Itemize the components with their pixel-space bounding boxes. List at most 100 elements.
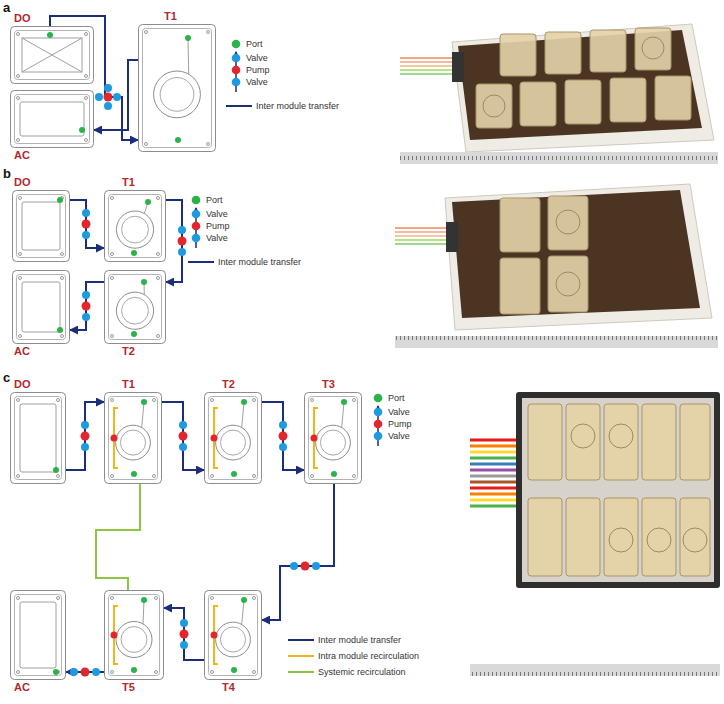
module-housing	[305, 393, 362, 484]
legend-text: Intra module recirculation	[318, 649, 419, 663]
port-dot	[141, 279, 147, 285]
acrylic-base	[445, 184, 712, 330]
module-rim	[109, 275, 162, 340]
screw-hole	[155, 671, 158, 674]
module-housing	[11, 27, 94, 84]
transfer-connector	[70, 282, 104, 330]
port-dot	[175, 137, 181, 143]
port-dot	[53, 467, 59, 473]
module-outline: DO	[10, 26, 94, 84]
ribbon-wire	[470, 505, 520, 508]
pump-cluster	[178, 226, 187, 256]
module-drawing	[204, 392, 262, 484]
screw-hole	[17, 97, 20, 100]
legend-dot	[374, 408, 383, 417]
tubing	[395, 227, 452, 229]
ribbon-wire	[470, 463, 520, 466]
module-drawing	[104, 392, 162, 484]
tissue-well	[154, 71, 201, 118]
legend-line	[288, 671, 314, 673]
legend-swatch	[231, 53, 241, 63]
port-dot	[185, 35, 191, 41]
screw-hole	[207, 143, 210, 146]
legend-swatch	[191, 209, 201, 219]
tissue-well-inner	[120, 430, 145, 455]
tissue-well	[216, 622, 251, 657]
pump-cluster	[95, 84, 121, 110]
module-drawing	[10, 392, 66, 484]
module-block	[655, 76, 691, 120]
screw-hole	[57, 475, 60, 478]
module-housing	[205, 591, 262, 680]
screw-hole	[19, 335, 22, 338]
ribbon-wire	[470, 445, 520, 448]
module-rim	[109, 397, 158, 480]
legend-swatch	[231, 39, 241, 49]
legend-text: Port	[388, 391, 405, 405]
module-outline: T4	[204, 590, 262, 680]
legend-swatch	[373, 419, 383, 429]
screw-hole	[17, 33, 20, 36]
legend-dot	[232, 78, 241, 87]
module-rim	[209, 595, 258, 676]
legend-swatch	[191, 195, 201, 205]
screw-hole	[253, 475, 256, 478]
tubing	[395, 231, 452, 233]
module-label: AC	[14, 681, 30, 694]
module-drawing	[12, 270, 70, 344]
screw-hole	[111, 671, 114, 674]
tissue-well-inner	[122, 297, 149, 324]
tissue-well-inner	[121, 627, 147, 653]
module-housing	[13, 191, 70, 262]
tissue-well	[116, 425, 151, 460]
module-housing	[11, 393, 66, 484]
channel-line	[342, 402, 344, 428]
ruler	[470, 664, 720, 676]
pump-cluster	[290, 562, 320, 571]
module-drawing	[104, 590, 164, 680]
legend-swatch	[191, 221, 201, 231]
tubing	[395, 239, 452, 241]
panel-letter: a	[3, 0, 10, 15]
well	[556, 210, 580, 234]
screw-hole	[157, 253, 160, 256]
module-label: T4	[222, 681, 235, 694]
module-block	[635, 28, 671, 70]
port-dot	[131, 667, 137, 673]
ribbon-wire	[470, 481, 520, 484]
legend-dot	[232, 66, 241, 75]
module-block	[566, 404, 600, 480]
legend-text: Valve	[388, 405, 410, 419]
module-rim	[309, 397, 358, 480]
pump-dot	[111, 435, 118, 442]
connector-block	[452, 52, 464, 82]
module-housing	[11, 91, 94, 148]
legend-text: Port	[246, 37, 263, 51]
screw-hole	[111, 475, 114, 478]
module-block	[476, 84, 512, 128]
ribbon-wire	[470, 451, 520, 454]
module-outline: AC	[12, 270, 70, 344]
screw-hole	[145, 31, 148, 34]
membrane-line	[22, 38, 82, 72]
screw-hole	[19, 277, 22, 280]
screw-hole	[17, 475, 20, 478]
screw-hole	[253, 399, 256, 402]
tubing	[400, 61, 458, 63]
device-photo	[400, 24, 718, 164]
module-rim	[209, 397, 258, 480]
module-label: DO	[14, 378, 31, 391]
module-housing	[139, 25, 216, 152]
panel-letter: c	[3, 370, 10, 385]
screw-hole	[57, 597, 60, 600]
chamber-outline	[22, 282, 60, 332]
legend-line	[288, 639, 314, 641]
tissue-well	[116, 292, 153, 329]
screw-hole	[17, 597, 20, 600]
module-outline: T1	[138, 24, 216, 152]
module-housing	[105, 271, 166, 344]
legend-swatch	[231, 65, 241, 75]
module-label: T3	[322, 378, 335, 391]
port-dot	[57, 197, 63, 203]
module-block	[680, 498, 710, 576]
